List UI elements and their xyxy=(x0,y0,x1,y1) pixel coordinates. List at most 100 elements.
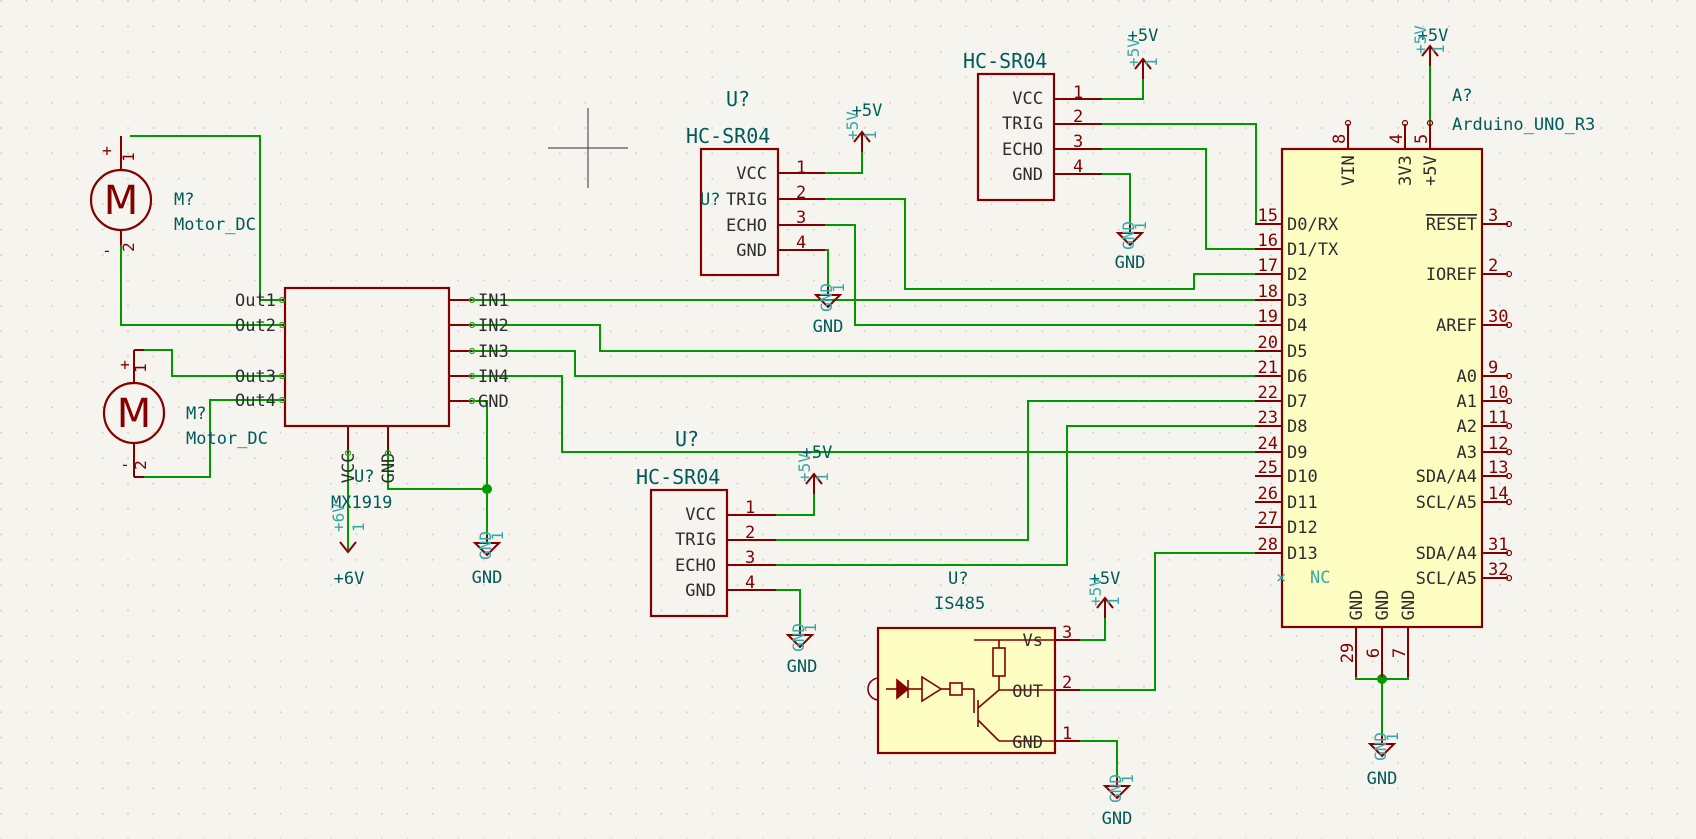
sensor3-pin-echo: ECHO xyxy=(675,556,716,576)
arduino-right-pin-number: 32 xyxy=(1488,560,1508,580)
arduino-left-pin-label: D4 xyxy=(1287,316,1307,336)
sensor1-ref-overlap: U? xyxy=(700,190,720,210)
wire-s1-echo-d4[interactable] xyxy=(825,224,1255,326)
sensor3[interactable]: VCC TRIG ECHO GND 1 2 3 4 HC-SR04 U? xyxy=(636,427,776,618)
arduino-right-pin-number: 14 xyxy=(1488,484,1508,504)
hidden-pin-number: 1 xyxy=(801,623,820,633)
wire-s3-gnd[interactable] xyxy=(776,589,801,627)
wire-motor2-plus-out3[interactable] xyxy=(144,349,282,377)
pin-endpoint xyxy=(384,449,392,457)
hidden-pin-number: 1 xyxy=(1118,774,1137,784)
wire-s3-trig-d7[interactable] xyxy=(776,400,1255,541)
arduino-bottom-pin-number: 29 xyxy=(1338,643,1358,663)
wire-is485-vs[interactable] xyxy=(1080,618,1106,641)
wire-in2-d5[interactable] xyxy=(472,324,1255,352)
power-label: +5V xyxy=(1128,26,1159,46)
is485[interactable]: Vs OUT GND 3 2 1 U? IS485 xyxy=(867,569,1080,755)
pin-endpoint xyxy=(278,372,286,380)
arduino-left-pin-label: D3 xyxy=(1287,291,1307,311)
arduino-left-pin-label: D1/TX xyxy=(1287,240,1339,260)
arduino-left-pin-label: D5 xyxy=(1287,342,1307,362)
wire-in3-d6[interactable] xyxy=(472,350,1255,377)
arduino-bottom-pin-label: GND xyxy=(1373,590,1393,621)
wire-s1-trig-d2[interactable] xyxy=(825,198,1255,290)
wire-s1-vcc[interactable] xyxy=(825,152,863,174)
driver-value: MX1919 xyxy=(331,493,392,513)
motor-driver[interactable]: Out1 Out2 Out3 Out4 IN1 IN2 IN3 IN4 GND … xyxy=(235,286,509,513)
motor1-minus: - xyxy=(102,241,112,260)
wire-s3-vcc[interactable] xyxy=(776,494,815,516)
hidden-pin-number: 1 xyxy=(861,130,880,140)
arduino-bottom-pin-number: 7 xyxy=(1390,648,1410,658)
pin-endpoint xyxy=(1426,119,1434,127)
sensor3-pin-number: 2 xyxy=(745,523,755,543)
wire-s2-gnd[interactable] xyxy=(1102,173,1131,225)
wire-is485-out-d13[interactable] xyxy=(1080,552,1255,691)
wire-s1-gnd[interactable] xyxy=(825,249,829,287)
wire-in4-d9[interactable] xyxy=(472,375,1255,453)
driver-pin-out1: Out1 xyxy=(235,291,276,311)
pin-endpoint xyxy=(1505,472,1513,480)
driver-pin-in1: IN1 xyxy=(478,291,509,311)
arduino-left-pin-label: D7 xyxy=(1287,392,1307,412)
is485-pin-number: 2 xyxy=(1062,673,1072,693)
wire-motor1-minus-out2[interactable] xyxy=(120,245,282,326)
sensor2-pin-number: 4 xyxy=(1073,157,1083,177)
arduino-bottom-pin-label: GND xyxy=(1347,590,1367,621)
sensor3-body xyxy=(649,488,729,618)
wire-vcc-gnd-bridge[interactable] xyxy=(387,453,487,490)
hidden-pin-number: 1 xyxy=(349,522,368,532)
wire-motor1-plus-out1[interactable] xyxy=(130,135,282,301)
arduino-body xyxy=(1280,147,1484,629)
arduino-left-pin-number: 19 xyxy=(1258,307,1278,327)
sensor3-pin-number: 1 xyxy=(745,498,755,518)
wire-s2-vcc[interactable] xyxy=(1102,79,1144,100)
driver-pin-in3: IN3 xyxy=(478,342,509,362)
arduino-top-pin-label: VIN xyxy=(1339,155,1359,186)
arduino-nc: NC xyxy=(1310,568,1330,588)
arduino-left-pin-label: D0/RX xyxy=(1287,215,1339,235)
pin-endpoint xyxy=(1344,119,1352,127)
pin-endpoint xyxy=(468,397,476,405)
wire-s3-echo-d8[interactable] xyxy=(776,425,1255,566)
motor2[interactable]: M + - 1 2 M? Motor_DC xyxy=(102,349,268,478)
sensor1-pin-gnd: GND xyxy=(736,241,767,261)
motor1-pin1-number: 1 xyxy=(119,152,138,162)
arduino-right-pin-number: 31 xyxy=(1488,535,1508,555)
sensor3-pin-trig: TRIG xyxy=(675,530,716,550)
arduino-left-pin-number: 16 xyxy=(1258,231,1278,251)
arduino-left-pin-number: 26 xyxy=(1258,484,1278,504)
sensor1[interactable]: VCC TRIG ECHO GND 1 2 3 4 HC-SR04 U? U? xyxy=(686,87,825,277)
arduino-left-pin-label: D10 xyxy=(1287,467,1318,487)
sensor1-pin-echo: ECHO xyxy=(726,216,767,236)
arduino-right-pin-number: 11 xyxy=(1488,408,1508,428)
sensor1-pin-number: 2 xyxy=(796,183,806,203)
sensor1-pin-trig: TRIG xyxy=(726,190,767,210)
motor1[interactable]: M + - 1 2 M? Motor_DC xyxy=(89,136,256,260)
sensor2[interactable]: VCC TRIG ECHO GND 1 2 3 4 HC-SR04 xyxy=(963,49,1102,202)
wire-s2-echo-d1[interactable] xyxy=(1102,148,1255,250)
sensor3-pin-number: 3 xyxy=(745,548,755,568)
wire-motor2-minus-out4[interactable] xyxy=(144,399,282,478)
wire-is485-gnd[interactable] xyxy=(1080,740,1118,778)
pin-endpoint xyxy=(1505,372,1513,380)
pin-endpoint xyxy=(278,296,286,304)
sensor3-pin-vcc: VCC xyxy=(685,505,716,525)
arduino-left-pin-number: 27 xyxy=(1258,509,1278,529)
is485-pin-number: 1 xyxy=(1062,724,1072,744)
hidden-pin-number: 1 xyxy=(1383,732,1402,742)
